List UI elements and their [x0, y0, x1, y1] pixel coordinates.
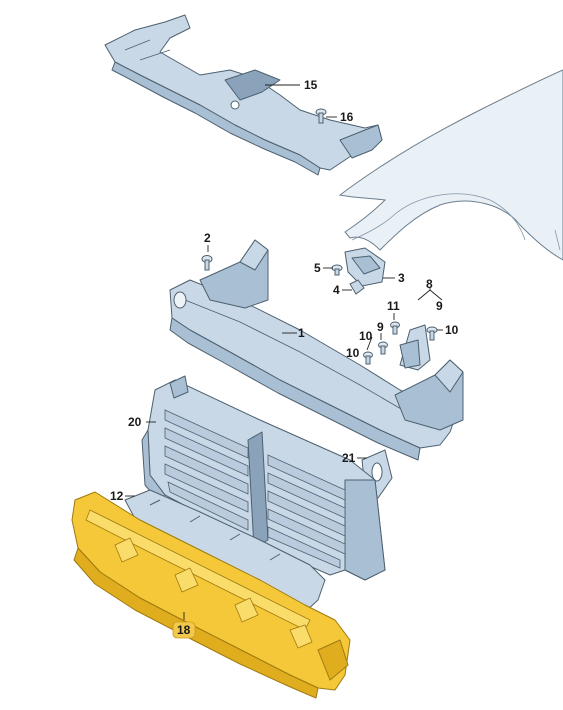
upper-carrier-part-15 — [104, 14, 383, 176]
callout-16: 16 — [340, 110, 354, 124]
callout-5: 5 — [314, 261, 321, 275]
bumper-carrier-part-1 — [169, 239, 464, 461]
callout-11: 11 — [387, 299, 400, 313]
callout-12: 12 — [110, 489, 124, 503]
callout-10c: 10 — [346, 346, 360, 360]
callout-8: 8 — [426, 277, 433, 291]
callout-1: 1 — [298, 326, 305, 340]
callout-labels: 15 16 2 3 5 4 8 9 11 9 10 10 10 1 20 21 … — [110, 78, 459, 503]
callout-10a: 10 — [445, 323, 459, 337]
fender — [338, 69, 563, 261]
energy-absorber-part-18 — [71, 491, 351, 699]
callout-9a: 9 — [436, 299, 443, 313]
bolt-part-2 — [201, 255, 213, 271]
callout-20: 20 — [128, 415, 142, 429]
callout-15: 15 — [304, 78, 318, 92]
callout-18: 18 — [177, 623, 191, 637]
screw-part-16 — [315, 108, 327, 124]
callout-3: 3 — [398, 271, 405, 285]
callout-9b: 9 — [377, 320, 384, 334]
mount-bracket-parts-8-9 — [363, 321, 438, 371]
callout-4: 4 — [333, 283, 340, 297]
clip-part-4 — [349, 279, 365, 295]
clip-part-5 — [331, 264, 343, 276]
shutter-grille-part-20 — [141, 375, 386, 581]
leader-lines — [125, 84, 443, 620]
callout-10b: 10 — [359, 329, 373, 343]
callout-21: 21 — [342, 451, 356, 465]
bracket-part-3 — [344, 247, 386, 287]
callout-18-badge: 18 — [172, 621, 196, 639]
callout-2: 2 — [204, 231, 211, 245]
